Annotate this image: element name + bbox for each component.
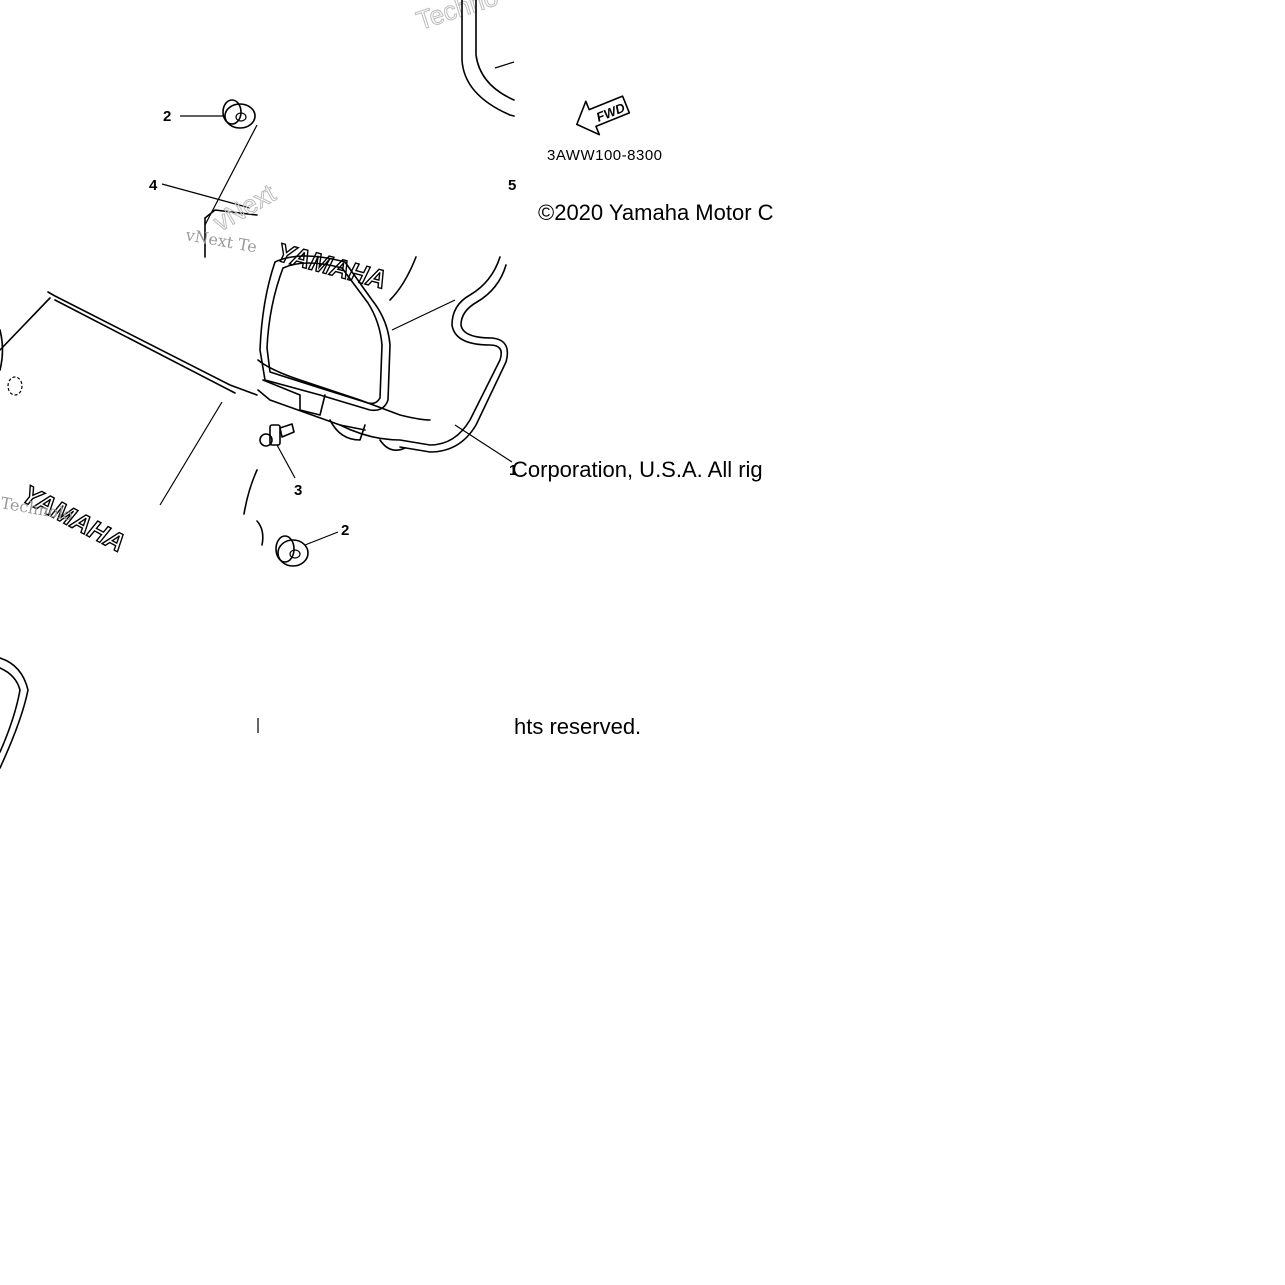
watermark-vnext: vNext — [208, 178, 281, 238]
callout-5: 5 — [508, 177, 516, 194]
tile-lower-right: hts reserved. — [514, 714, 641, 739]
tile-center: YAMAHA 3 1 — [257, 236, 517, 499]
watermark-techno: Techno — [413, 0, 502, 36]
fwd-arrow: FWD — [576, 95, 631, 136]
callout-2-bottom: 2 — [341, 522, 349, 539]
copyright-line-1: ©2020 Yamaha Motor C — [538, 200, 774, 225]
yamaha-tank-mark: YAMAHA — [273, 237, 389, 295]
part-code: 3AWW100-8300 — [547, 147, 663, 164]
side-cover-left — [0, 209, 258, 515]
screw — [259, 423, 295, 447]
tile-top-center: 5 — [461, 0, 516, 194]
tile-top-right: FWD 3AWW100-8300 ©2020 Yamaha Motor C — [538, 95, 774, 225]
tile-middle-right: Corporation, U.S.A. All rig — [512, 457, 763, 482]
copyright-line-2: Corporation, U.S.A. All rig — [512, 457, 763, 482]
tile-lower-left — [0, 657, 29, 769]
grommet-bottom — [275, 535, 309, 567]
tile-top-left: 2 4 YAMAHA Techno vNext Te vNext Technol… — [0, 0, 502, 559]
callout-2-top: 2 — [163, 108, 171, 125]
callout-1: 1 — [509, 462, 517, 479]
yamaha-side-mark: YAMAHA — [17, 479, 130, 558]
tile-lower-center: 2 — [256, 520, 349, 733]
callout-3: 3 — [294, 482, 302, 499]
grommet-top — [222, 99, 256, 129]
callout-4: 4 — [149, 177, 158, 194]
copyright-line-3: hts reserved. — [514, 714, 641, 739]
fuel-tank-cover — [257, 255, 513, 463]
